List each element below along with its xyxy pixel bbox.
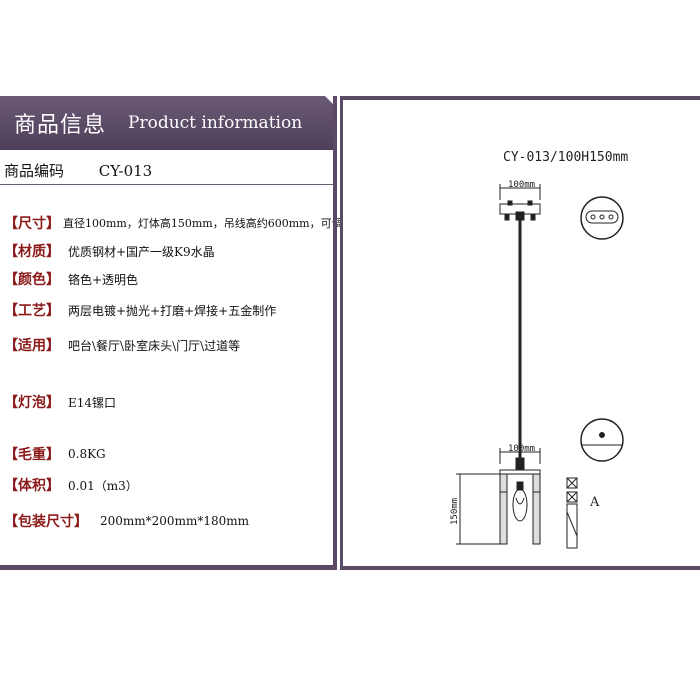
- dim-mid-label: 100mm: [508, 444, 535, 454]
- canopy: [499, 200, 541, 221]
- spec-value: 200mm*200mm*180mm: [100, 514, 249, 528]
- spec-row-color: 【颜色】 铬色+透明色: [4, 269, 138, 289]
- spec-label: 【毛重】: [4, 447, 60, 463]
- spec-row-bulb: 【灯泡】 E14镙口: [4, 392, 116, 412]
- spec-row-size: 【尺寸】 直径100mm，灯体高150mm，吊线高约600mm，可调节: [4, 213, 354, 233]
- spec-label: 【颜色】: [4, 272, 60, 288]
- panel-bottom-border: [0, 565, 337, 570]
- dim-height-label: 150mm: [450, 498, 460, 525]
- top-dimension: [499, 184, 541, 200]
- technical-drawing-panel: CY-013/100H150mm 100mm: [340, 96, 700, 570]
- spec-value: 0.01（m3）: [68, 478, 138, 493]
- spec-label: 【尺寸】: [4, 216, 60, 232]
- spec-row-process: 【工艺】 两层电镀+抛光+打磨+焊接+五金制作: [4, 300, 276, 320]
- crystal-detail: [566, 477, 578, 549]
- height-dimension: [456, 473, 500, 545]
- spec-value: 0.8KG: [68, 447, 106, 461]
- spec-value: E14镙口: [68, 395, 117, 410]
- product-code-row: 商品编码 CY-013: [4, 160, 152, 181]
- divider: [0, 184, 333, 185]
- canopy-top-view: [580, 196, 624, 240]
- mid-dimension: [499, 448, 541, 464]
- header-corner: [325, 96, 333, 104]
- lamp-body: [499, 457, 541, 545]
- spec-value: 铬色+透明色: [68, 272, 139, 287]
- spec-label: 【灯泡】: [4, 395, 60, 411]
- lamp-drawing: 100mm 100mm: [450, 180, 624, 549]
- spec-row-package: 【包装尺寸】 200mm*200mm*180mm: [4, 511, 249, 531]
- info-header: 商品信息 Product information: [0, 96, 333, 150]
- spec-row-volume: 【体积】 0.01（m3）: [4, 475, 138, 495]
- spec-row-material: 【材质】 优质钢材+国产一级K9水晶: [4, 241, 215, 261]
- header-title-cn: 商品信息: [14, 113, 107, 138]
- detail-label: A: [589, 495, 600, 510]
- spec-label: 【适用】: [4, 338, 60, 354]
- spec-row-usage: 【适用】 吧台\餐厅\卧室床头\门厅\过道等: [4, 335, 240, 355]
- product-code-label: 商品编码: [4, 162, 65, 180]
- spec-value: 吧台\餐厅\卧室床头\门厅\过道等: [68, 338, 241, 353]
- spec-value: 两层电镀+抛光+打磨+焊接+五金制作: [68, 303, 277, 318]
- spec-value: 直径100mm，灯体高150mm，吊线高约600mm，可调节: [63, 217, 354, 230]
- drawing-title: CY-013/100H150mm: [503, 150, 629, 165]
- product-code-value: CY-013: [98, 162, 153, 180]
- spec-value: 优质钢材+国产一级K9水晶: [68, 244, 215, 259]
- header-title-en: Product information: [128, 113, 303, 133]
- spec-label: 【工艺】: [4, 303, 60, 319]
- lamp-bottom-view: [580, 418, 624, 462]
- dim-top-label: 100mm: [508, 180, 535, 190]
- product-info-panel: 商品信息 Product information 商品编码 CY-013 【尺寸…: [0, 96, 354, 570]
- spec-label: 【材质】: [4, 244, 60, 260]
- spec-row-weight: 【毛重】 0.8KG: [4, 444, 106, 464]
- spec-label: 【包装尺寸】: [4, 514, 88, 530]
- spec-label: 【体积】: [4, 478, 60, 494]
